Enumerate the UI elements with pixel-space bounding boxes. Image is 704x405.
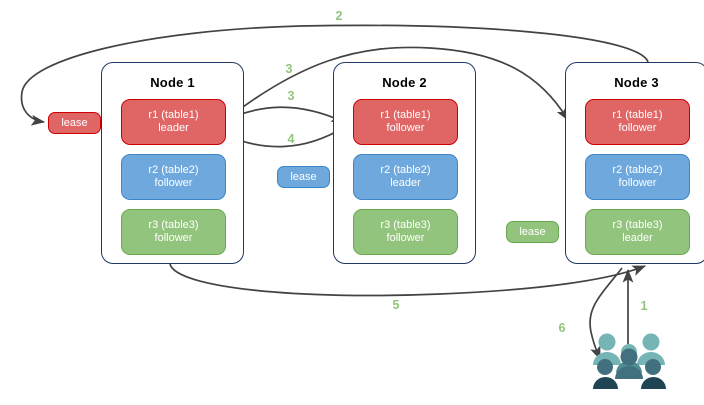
edge-label-1: 1 <box>640 299 648 313</box>
node-container-3[interactable]: Node 3 r1 (table1) follower r2 (table2) … <box>565 62 704 264</box>
replica-name: r1 (table1) <box>380 108 431 121</box>
node-container-2[interactable]: Node 2 r1 (table1) follower r2 (table2) … <box>333 62 476 264</box>
edge-label-4: 4 <box>287 132 295 146</box>
replica-node2-r2[interactable]: r2 (table2) leader <box>353 154 458 200</box>
replica-node2-r3[interactable]: r3 (table3) follower <box>353 209 458 255</box>
replica-role: follower <box>386 122 425 134</box>
node-title: Node 3 <box>614 75 659 90</box>
node-title: Node 2 <box>382 75 427 90</box>
replica-name: r3 (table3) <box>612 218 663 231</box>
replica-role: follower <box>618 122 657 134</box>
replica-role: follower <box>154 232 193 244</box>
replica-name: r1 (table1) <box>148 108 199 121</box>
replica-node3-r3[interactable]: r3 (table3) leader <box>585 209 690 255</box>
edge-5-path <box>169 263 646 297</box>
lease-chip-green[interactable]: lease <box>506 221 559 243</box>
lease-label: lease <box>290 171 317 183</box>
replica-node1-r1[interactable]: r1 (table1) leader <box>121 99 226 145</box>
people-group-icon <box>593 333 666 389</box>
edge-label-3-upper: 3 <box>285 62 293 76</box>
replica-node3-r2[interactable]: r2 (table2) follower <box>585 154 690 200</box>
node-title: Node 1 <box>150 75 195 90</box>
replica-node1-r2[interactable]: r2 (table2) follower <box>121 154 226 200</box>
lease-label: lease <box>61 117 88 129</box>
edge-label-2: 2 <box>335 9 343 23</box>
replica-name: r2 (table2) <box>612 163 663 176</box>
replica-role: follower <box>618 177 657 189</box>
node-container-1[interactable]: Node 1 r1 (table1) leader r2 (table2) fo… <box>101 62 244 264</box>
replica-role: follower <box>386 232 425 244</box>
lease-chip-blue[interactable]: lease <box>277 166 330 188</box>
lease-label: lease <box>519 226 546 238</box>
replica-role: leader <box>622 232 653 244</box>
replica-node3-r1[interactable]: r1 (table1) follower <box>585 99 690 145</box>
replica-role: leader <box>158 122 189 134</box>
lease-chip-red[interactable]: lease <box>48 112 101 134</box>
edge-label-6: 6 <box>558 321 566 335</box>
edge-label-5: 5 <box>392 298 400 312</box>
replica-role: leader <box>390 177 421 189</box>
replica-node2-r1[interactable]: r1 (table1) follower <box>353 99 458 145</box>
replica-name: r2 (table2) <box>380 163 431 176</box>
replica-node1-r3[interactable]: r3 (table3) follower <box>121 209 226 255</box>
replica-name: r2 (table2) <box>148 163 199 176</box>
replica-name: r3 (table3) <box>380 218 431 231</box>
replica-name: r3 (table3) <box>148 218 199 231</box>
replica-name: r1 (table1) <box>612 108 663 121</box>
edge-label-3-lower: 3 <box>287 89 295 103</box>
replica-role: follower <box>154 177 193 189</box>
